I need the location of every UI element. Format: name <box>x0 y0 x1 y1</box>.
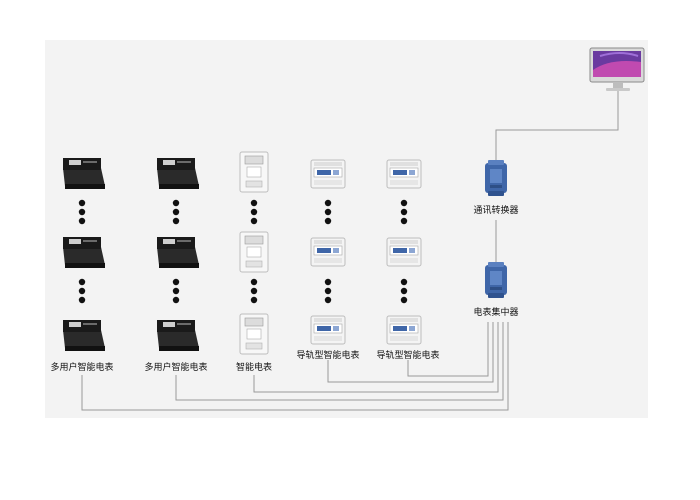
ellipsis-dots <box>250 278 258 304</box>
multi-user-meter-icon <box>63 237 105 268</box>
multi-user-meter-icon <box>63 320 105 351</box>
label-group3: 智能电表 <box>236 361 272 373</box>
smart-meter-icon <box>239 151 269 193</box>
line-group2 <box>175 322 504 401</box>
label-group5: 导轨型智能电表 <box>376 349 439 361</box>
concentrator-icon <box>485 262 507 298</box>
smart-meter-icon <box>239 313 269 355</box>
connection-lines <box>81 90 619 411</box>
label-group4: 导轨型智能电表 <box>296 349 359 361</box>
ellipsis-dots <box>400 278 408 304</box>
line-group1 <box>81 322 509 411</box>
ellipsis-dots <box>400 199 408 225</box>
meter-column-4: 导轨型智能电表 <box>296 159 360 361</box>
computer-monitor-icon <box>589 47 645 91</box>
concentrator-node: 电表集中器 <box>473 262 519 318</box>
converter-icon <box>485 160 507 196</box>
line-computer-to-converter <box>495 90 619 160</box>
din-rail-meter-icon <box>386 237 422 267</box>
line-group3 <box>253 322 499 393</box>
converter-node: 通讯转换器 <box>473 160 519 216</box>
din-rail-meter-icon <box>310 237 346 267</box>
ellipsis-dots <box>172 199 180 225</box>
computer-node <box>589 47 645 91</box>
label-group1: 多用户智能电表 <box>50 361 113 373</box>
din-rail-meter-icon <box>386 159 422 189</box>
ellipsis-dots <box>324 199 332 225</box>
ellipsis-dots <box>324 278 332 304</box>
diagram-panel <box>45 40 648 418</box>
label-concentrator: 电表集中器 <box>473 306 518 318</box>
meter-column-5: 导轨型智能电表 <box>376 159 440 361</box>
multi-user-meter-icon <box>157 158 199 189</box>
din-rail-meter-icon <box>310 315 346 345</box>
line-group4 <box>327 322 494 383</box>
meter-column-2: 多用户智能电表 <box>144 158 208 373</box>
label-group2: 多用户智能电表 <box>144 361 207 373</box>
ellipsis-dots <box>78 199 86 225</box>
din-rail-meter-icon <box>310 159 346 189</box>
multi-user-meter-icon <box>157 320 199 351</box>
meter-column-3: 智能电表 <box>236 151 272 373</box>
smart-meter-icon <box>239 231 269 273</box>
multi-user-meter-icon <box>157 237 199 268</box>
multi-user-meter-icon <box>63 158 105 189</box>
label-converter: 通讯转换器 <box>473 204 518 216</box>
line-group5 <box>407 322 489 377</box>
ellipsis-dots <box>172 278 180 304</box>
ellipsis-dots <box>78 278 86 304</box>
meter-column-1: 多用户智能电表 <box>50 158 114 373</box>
din-rail-meter-icon <box>386 315 422 345</box>
ellipsis-dots <box>250 199 258 225</box>
